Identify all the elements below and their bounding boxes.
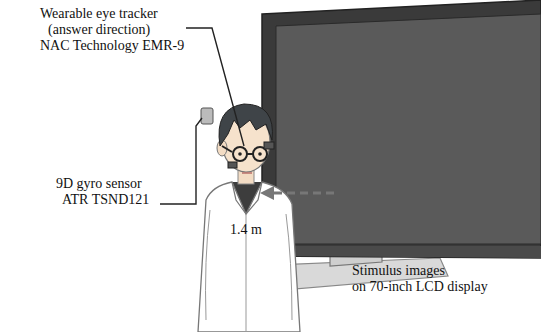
part-label: 9D gyro sensor bbox=[56, 176, 142, 192]
part-label: on 70-inch LCD display bbox=[352, 279, 488, 295]
tv-bezel-bottom bbox=[262, 246, 541, 258]
eye bbox=[258, 152, 262, 156]
dimension-label: 1.4 m bbox=[230, 222, 262, 238]
coat-sleeve bbox=[206, 210, 211, 320]
coat bbox=[198, 182, 300, 332]
part-label: Wearable eye tracker bbox=[40, 6, 158, 22]
eye-camera bbox=[228, 162, 237, 168]
part-label: ATR TSND121 bbox=[62, 192, 149, 208]
part-label: (answer direction) bbox=[48, 22, 150, 38]
eye-camera bbox=[264, 142, 274, 149]
glasses-bridge bbox=[247, 153, 253, 155]
leader-line bbox=[186, 28, 244, 146]
mouth bbox=[242, 172, 252, 173]
leader-line bbox=[160, 118, 202, 204]
gyro-sensor bbox=[201, 108, 213, 124]
part-label: NAC Technology EMR-9 bbox=[40, 38, 184, 54]
distance-arrow bbox=[272, 192, 334, 195]
glasses-temple bbox=[222, 146, 232, 152]
arrow-head bbox=[260, 186, 274, 200]
tv-frame bbox=[262, 0, 541, 258]
glasses-lens bbox=[233, 147, 247, 161]
coat-sleeve bbox=[286, 214, 292, 320]
hair bbox=[219, 104, 272, 146]
part-label: Stimulus images bbox=[352, 263, 445, 279]
coat-collar bbox=[232, 182, 262, 214]
eye bbox=[238, 152, 242, 156]
tv-screen bbox=[276, 14, 541, 244]
